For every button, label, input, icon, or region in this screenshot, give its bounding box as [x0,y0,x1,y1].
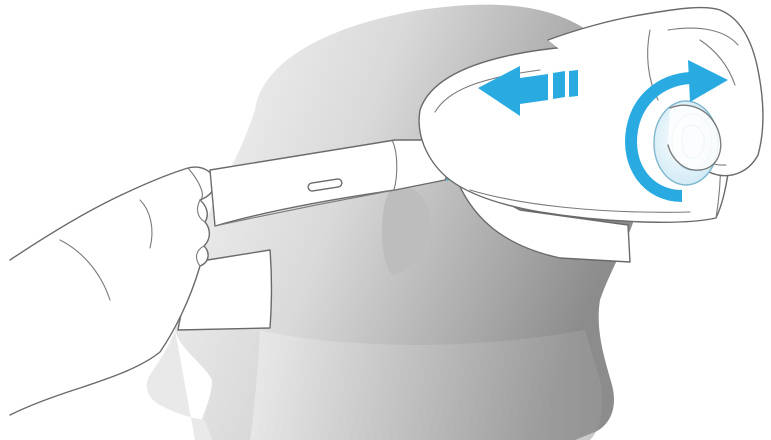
neck-shading [250,330,602,440]
left-hand [10,167,214,415]
